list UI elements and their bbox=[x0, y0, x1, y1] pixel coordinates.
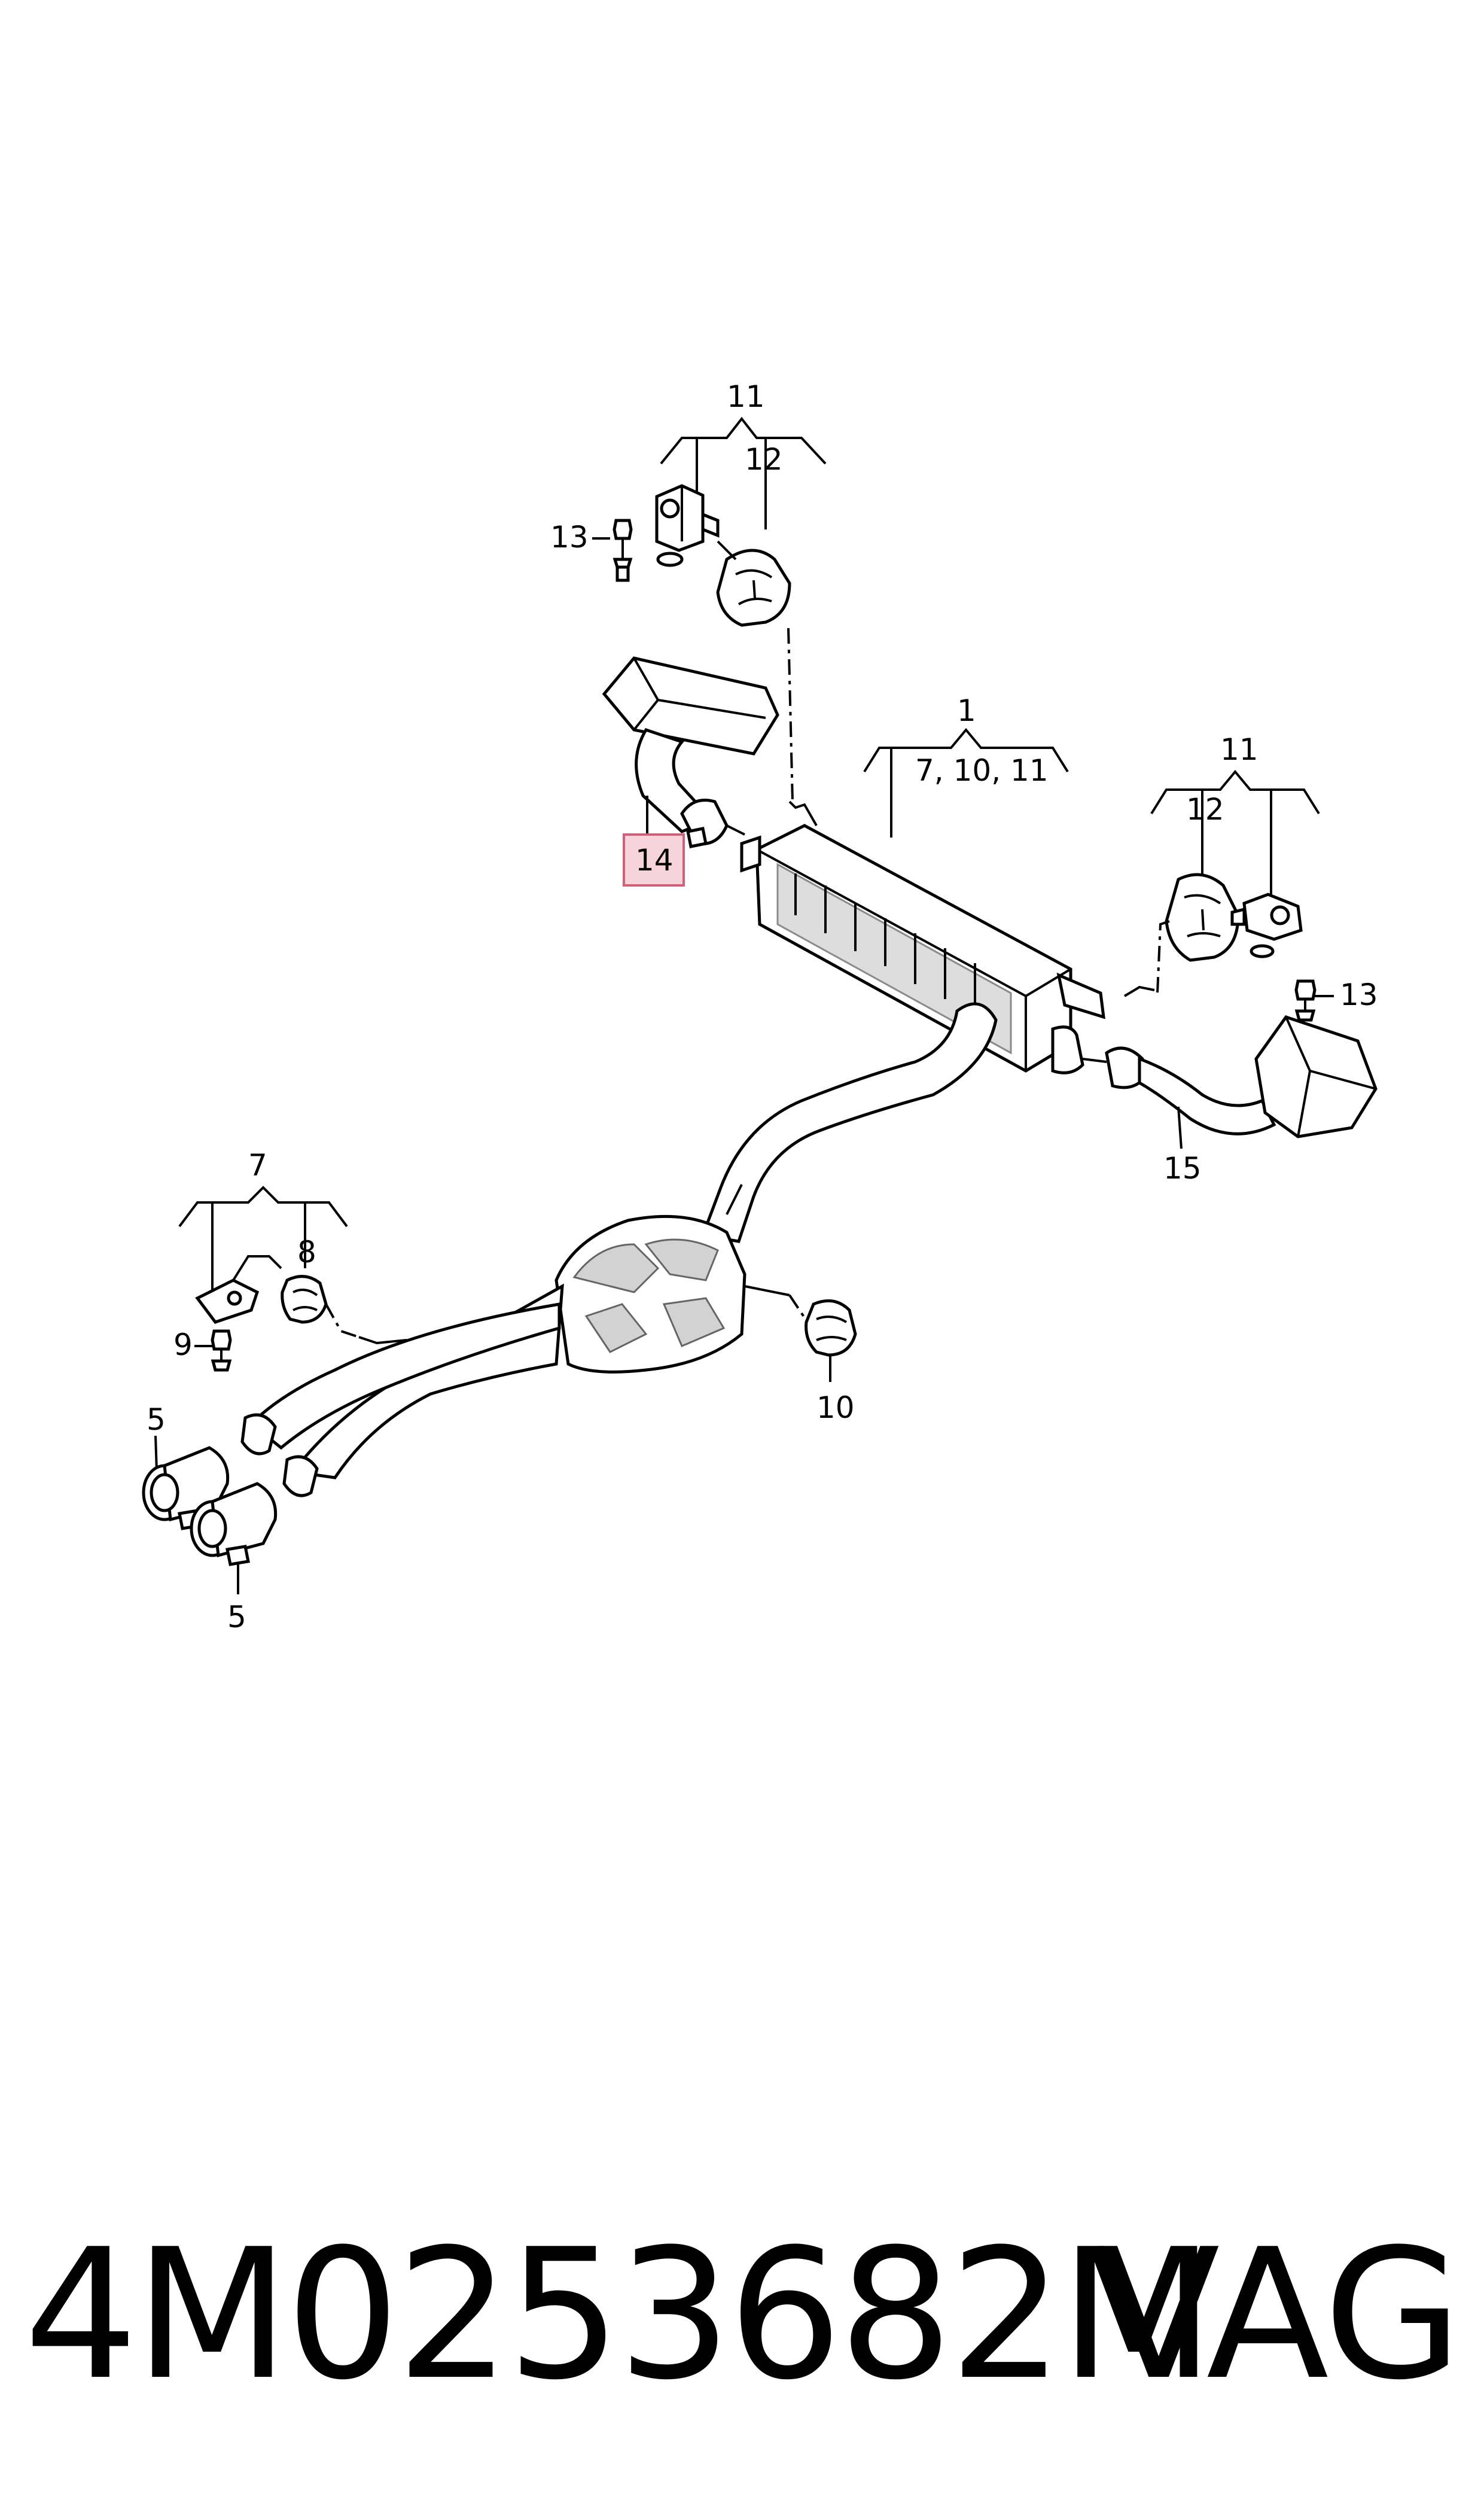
dash-line-right-mount bbox=[1156, 920, 1170, 994]
callout-label-7: 7 bbox=[248, 1148, 267, 1183]
callout-label-12-right: 12 bbox=[1186, 792, 1224, 827]
clamp-5-lower: 5 bbox=[190, 1482, 278, 1634]
rubber-mount-12-right bbox=[1165, 873, 1240, 962]
rubber-mount-12-top bbox=[716, 540, 791, 627]
bracket-7-left bbox=[195, 1255, 282, 1324]
centre-silencer bbox=[554, 1214, 790, 1374]
tail-pipe-14 bbox=[602, 656, 779, 848]
dash-line-top-mount bbox=[787, 628, 794, 802]
callout-label-11-right: 11 bbox=[1220, 732, 1258, 767]
rear-silencer bbox=[740, 824, 1155, 1073]
callout-14-highlight[interactable]: 14 bbox=[623, 796, 685, 887]
dash-line-mount-8 bbox=[325, 1304, 359, 1338]
callout-label-11-top: 11 bbox=[727, 379, 765, 414]
tail-pipe-15: 15 bbox=[1051, 1015, 1378, 1186]
callout-label-5-lower: 5 bbox=[227, 1600, 246, 1634]
callout-label-8: 8 bbox=[297, 1235, 316, 1269]
callout-label-13-top: 13 bbox=[550, 520, 589, 555]
bolt-13-right bbox=[1294, 979, 1317, 1022]
bracket-hanger-top-left bbox=[655, 484, 720, 567]
callout-label-15: 15 bbox=[1163, 1151, 1202, 1186]
callout-1: 1 7, 10, 11 bbox=[863, 693, 1069, 838]
bolt-13-top-left bbox=[613, 519, 633, 582]
callout-label-14: 14 bbox=[635, 843, 674, 878]
callout-label-12-top: 12 bbox=[745, 442, 783, 477]
rubber-mount-8 bbox=[281, 1275, 328, 1324]
callout-label-1-sub: 7, 10, 11 bbox=[915, 753, 1049, 788]
bracket-hanger-right bbox=[1230, 893, 1303, 958]
part-number: 4M0253682M bbox=[24, 2211, 1215, 2419]
callout-11-top-left: 11 12 13 bbox=[550, 379, 827, 555]
dash-line-mount-10 bbox=[788, 1294, 809, 1323]
rubber-mount-10: 10 bbox=[805, 1299, 857, 1425]
callout-label-5-upper: 5 bbox=[147, 1402, 166, 1437]
callout-label-10: 10 bbox=[816, 1390, 855, 1425]
callout-label-13-right: 13 bbox=[1340, 978, 1378, 1012]
front-pipes bbox=[240, 1283, 564, 1497]
callout-7: 7 8 9 bbox=[173, 1148, 348, 1362]
hanger-rod-front bbox=[358, 1336, 407, 1345]
callout-label-1: 1 bbox=[957, 693, 976, 728]
brand-label: VAG bbox=[1097, 2211, 1462, 2419]
connecting-pipe bbox=[700, 1002, 998, 1243]
callout-label-9: 9 bbox=[173, 1327, 193, 1362]
highlight-box bbox=[623, 833, 685, 887]
muffler-hanger-pin-top bbox=[788, 800, 818, 826]
bolt-9 bbox=[211, 1329, 232, 1372]
callout-11-right: 11 12 13 bbox=[1150, 732, 1378, 1012]
